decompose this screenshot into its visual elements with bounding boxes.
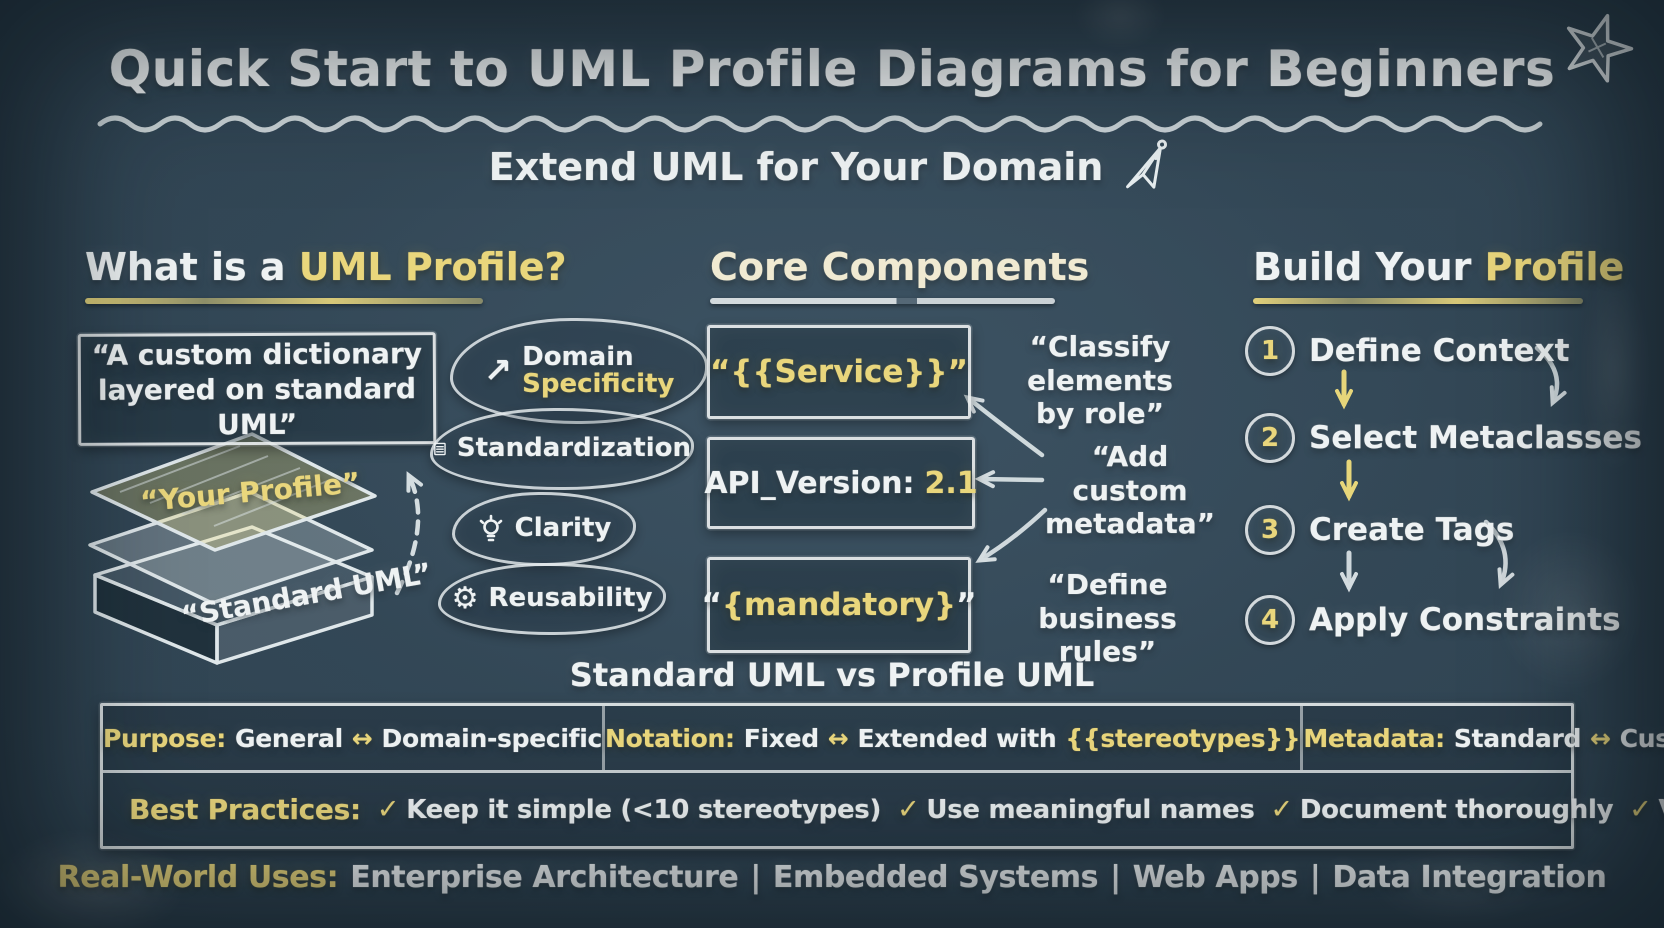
step-number-badge: 4 — [1245, 595, 1295, 645]
check-icon: ✓ — [1629, 794, 1652, 825]
definition-quote-text: “A custom dictionary layered on standard… — [91, 336, 423, 441]
stack-your-profile-label: “Your Profile” — [138, 466, 362, 519]
best-practice-item: ✓ Document thoroughly — [1270, 794, 1614, 825]
constraint-box: “{mandatory}” — [702, 557, 976, 653]
section-underline — [710, 298, 1055, 304]
benefit-reusability: ⚙ Reusability — [438, 563, 666, 635]
step-label: Select Metaclasses — [1309, 420, 1642, 456]
left-right-arrow: ↔ — [1590, 723, 1611, 753]
benefit-standardization: Standardization — [430, 408, 694, 490]
comparison-cell-metadata: Metadata: Standard ↔ Custom tags — [1303, 723, 1664, 753]
tagged-value-box: API_Version: 2.1 — [704, 437, 978, 529]
section-title-core-components: Core Components — [710, 245, 1090, 289]
gear-icon: ⚙ — [451, 581, 479, 616]
section-title-build-prefix: Build Your — [1253, 245, 1485, 289]
document-lines-icon — [434, 442, 446, 456]
comparison-row: Purpose: General ↔ Domain-specific Notat… — [103, 706, 1664, 770]
step-label: Apply Constraints — [1309, 602, 1621, 638]
step-apply-constraints: 4 Apply Constraints — [1245, 595, 1621, 645]
best-practice-item: ✓ Validate early — [1629, 794, 1664, 825]
benefit-label: Domain Specificity — [522, 341, 675, 399]
step-number-badge: 1 — [1245, 326, 1295, 376]
separator: | — [1110, 860, 1121, 895]
arrow-to-api-box — [974, 470, 1045, 489]
stereotype-box: “{{Service}}” — [707, 325, 971, 419]
best-practice-item: ✓ Use meaningful names — [897, 794, 1255, 825]
tagged-value-label: API_Version: — [704, 465, 915, 501]
constraint-box-text: “{mandatory}” — [701, 587, 977, 623]
step-number-badge: 2 — [1245, 413, 1295, 463]
comparison-cell-notation: Notation: Fixed ↔ Extended with {{stereo… — [605, 706, 1304, 770]
lightbulb-icon — [479, 514, 502, 542]
step-label: Define Context — [1309, 333, 1570, 369]
benefit-label: Clarity — [514, 513, 612, 544]
tagged-value-number: 2.1 — [924, 465, 978, 501]
separator: | — [750, 860, 761, 895]
step-create-tags: 3 Create Tags — [1245, 505, 1514, 555]
separator: | — [1309, 860, 1321, 895]
title-wavy-underline — [97, 115, 1543, 133]
benefit-domain-specificity: ↗ Domain Specificity — [450, 318, 708, 424]
section-underline — [1253, 298, 1583, 304]
page-title: Quick Start to UML Profile Diagrams for … — [108, 40, 1556, 98]
note-classify: “Classify elements by role” — [1027, 330, 1173, 431]
stereotype-box-text: “{{Service}}” — [710, 354, 968, 390]
real-world-uses-line: Real-World Uses: Enterprise Architecture… — [57, 860, 1607, 895]
paper-plane-icon — [1126, 139, 1168, 189]
section-title-build-profile: Build Your Profile — [1253, 245, 1624, 289]
arrow-up-right-icon: ↗ — [483, 351, 513, 391]
comparison-cell-purpose: Purpose: General ↔ Domain-specific — [103, 706, 606, 770]
stack-standard-uml-label: “Standard UML” — [178, 556, 435, 633]
best-practices-label: Best Practices: — [129, 793, 361, 826]
benefit-label: Reusability — [488, 583, 653, 614]
real-world-uses-label: Real-World Uses: — [57, 860, 339, 895]
section-title-what-is-accent: UML Profile? — [298, 245, 567, 289]
check-icon: ✓ — [897, 794, 920, 825]
section-title-build-accent: Profile — [1484, 245, 1625, 289]
check-icon: ✓ — [1270, 794, 1294, 825]
best-practices-row: Best Practices: ✓ Keep it simple (<10 st… — [103, 770, 1664, 846]
section-title-what-is-prefix: What is a — [85, 245, 299, 289]
step-label: Create Tags — [1309, 512, 1515, 548]
left-right-arrow: ↔ — [827, 723, 849, 753]
benefit-label: Standardization — [456, 433, 691, 464]
benefit-clarity: Clarity — [452, 492, 636, 566]
check-icon: ✓ — [376, 794, 400, 825]
comparison-table: Purpose: General ↔ Domain-specific Notat… — [100, 703, 1664, 849]
page-subtitle: Extend UML for Your Domain — [488, 145, 1104, 189]
left-right-arrow: ↔ — [351, 723, 373, 753]
definition-quote-box: “A custom dictionary layered on standard… — [77, 332, 437, 446]
best-practice-item: ✓ Keep it simple (<10 stereotypes) — [376, 794, 882, 825]
step-define-context: 1 Define Context — [1245, 326, 1569, 376]
comparison-heading: Standard UML vs Profile UML — [569, 656, 1095, 694]
note-metadata: “Add custom metadata” — [1044, 440, 1216, 541]
section-title-what-is: What is a UML Profile? — [85, 245, 567, 289]
note-rules: “Define business rules” — [1038, 568, 1177, 669]
step-select-metaclasses: 2 Select Metaclasses — [1245, 413, 1642, 463]
subtitle-row: Extend UML for Your Domain — [0, 138, 1664, 196]
section-underline — [85, 298, 483, 304]
step-number-badge: 3 — [1245, 505, 1295, 555]
